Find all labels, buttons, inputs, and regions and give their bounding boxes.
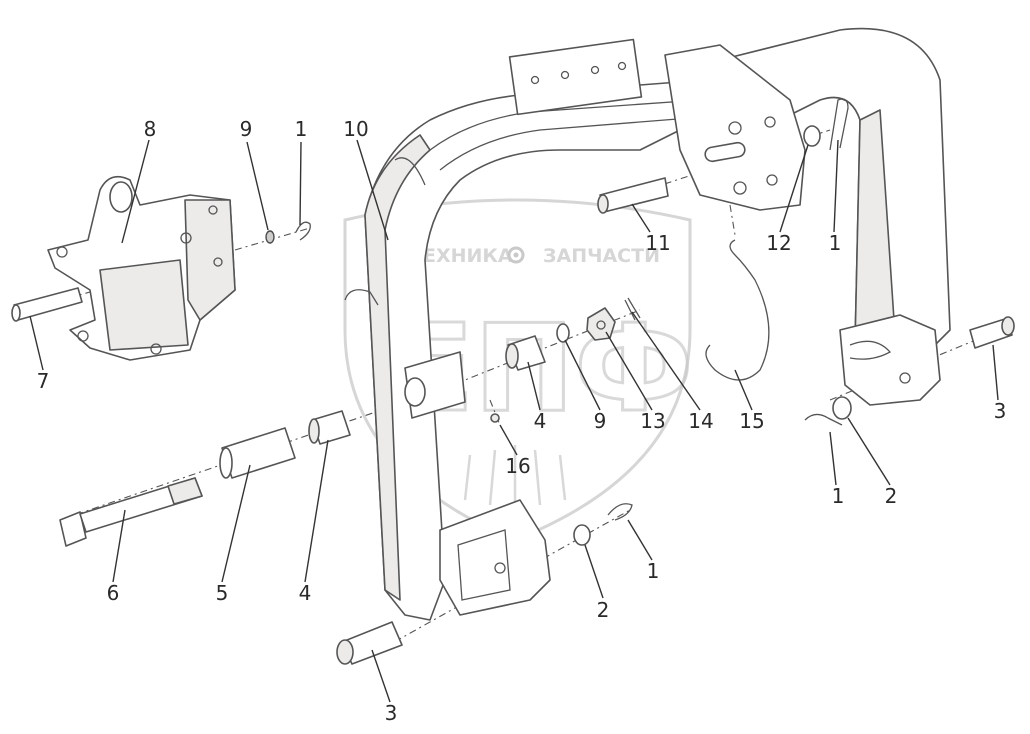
cotter-pin-1-right: [804, 413, 843, 426]
pin-11: [597, 177, 669, 214]
callout-4-center: 4: [534, 409, 547, 433]
callout-8: 8: [144, 117, 157, 141]
callout-12: 12: [766, 231, 791, 255]
callout-labels: 8 9 1 10 7 11 12 1 4 9 13 14 15 3 16 1 2…: [37, 117, 1007, 725]
bracket-assembly: [47, 175, 236, 361]
callout-5: 5: [216, 581, 229, 605]
bolt-6: [59, 477, 203, 547]
washer-9-center: [556, 323, 570, 343]
callout-2-lower: 2: [597, 598, 610, 622]
watermark-brand-left: ТЕХНИКА: [410, 245, 513, 267]
bushing-4-center: [505, 335, 546, 371]
cotter-pin-1-top-right: [829, 98, 849, 151]
callout-9-top-left: 9: [240, 117, 253, 141]
sleeve-5: [219, 427, 296, 479]
cotter-pin-1-left: [295, 221, 311, 241]
callout-1-top-right: 1: [829, 231, 842, 255]
bushing-4-left: [308, 410, 351, 445]
callout-1-right: 1: [832, 484, 845, 508]
washer-2-lower: [573, 524, 591, 546]
callout-2-right: 2: [885, 484, 898, 508]
callout-14: 14: [688, 409, 713, 433]
callout-6: 6: [107, 581, 120, 605]
callout-7: 7: [37, 369, 50, 393]
washer-9-left: [265, 230, 275, 244]
callout-3-lower: 3: [385, 701, 398, 725]
pin-3-right: [969, 316, 1015, 349]
callout-10: 10: [343, 117, 368, 141]
callout-15: 15: [739, 409, 764, 433]
main-frame-10: [344, 27, 951, 621]
watermark-wheat-icon: [463, 445, 567, 510]
watermark-brand-right: ЗАПЧАСТИ: [543, 245, 660, 267]
leader-lines: [29, 139, 999, 703]
washer-12: [803, 125, 821, 147]
pin-3-lower: [336, 621, 403, 665]
cotter-pin-14: [624, 297, 641, 321]
callout-11: 11: [645, 231, 670, 255]
callout-4-left: 4: [299, 581, 312, 605]
callout-9-center: 9: [594, 409, 607, 433]
cotter-pin-1-lower: [607, 503, 633, 521]
gear-icon: [507, 246, 525, 264]
hook-15: [705, 239, 770, 381]
callout-1-top-left: 1: [295, 117, 308, 141]
pin-7: [11, 287, 83, 322]
washer-2-right: [832, 396, 852, 420]
callout-3-right: 3: [994, 399, 1007, 423]
callout-13: 13: [640, 409, 665, 433]
nipple-16: [490, 413, 500, 423]
callout-16: 16: [505, 454, 530, 478]
callout-1-lower: 1: [647, 559, 660, 583]
